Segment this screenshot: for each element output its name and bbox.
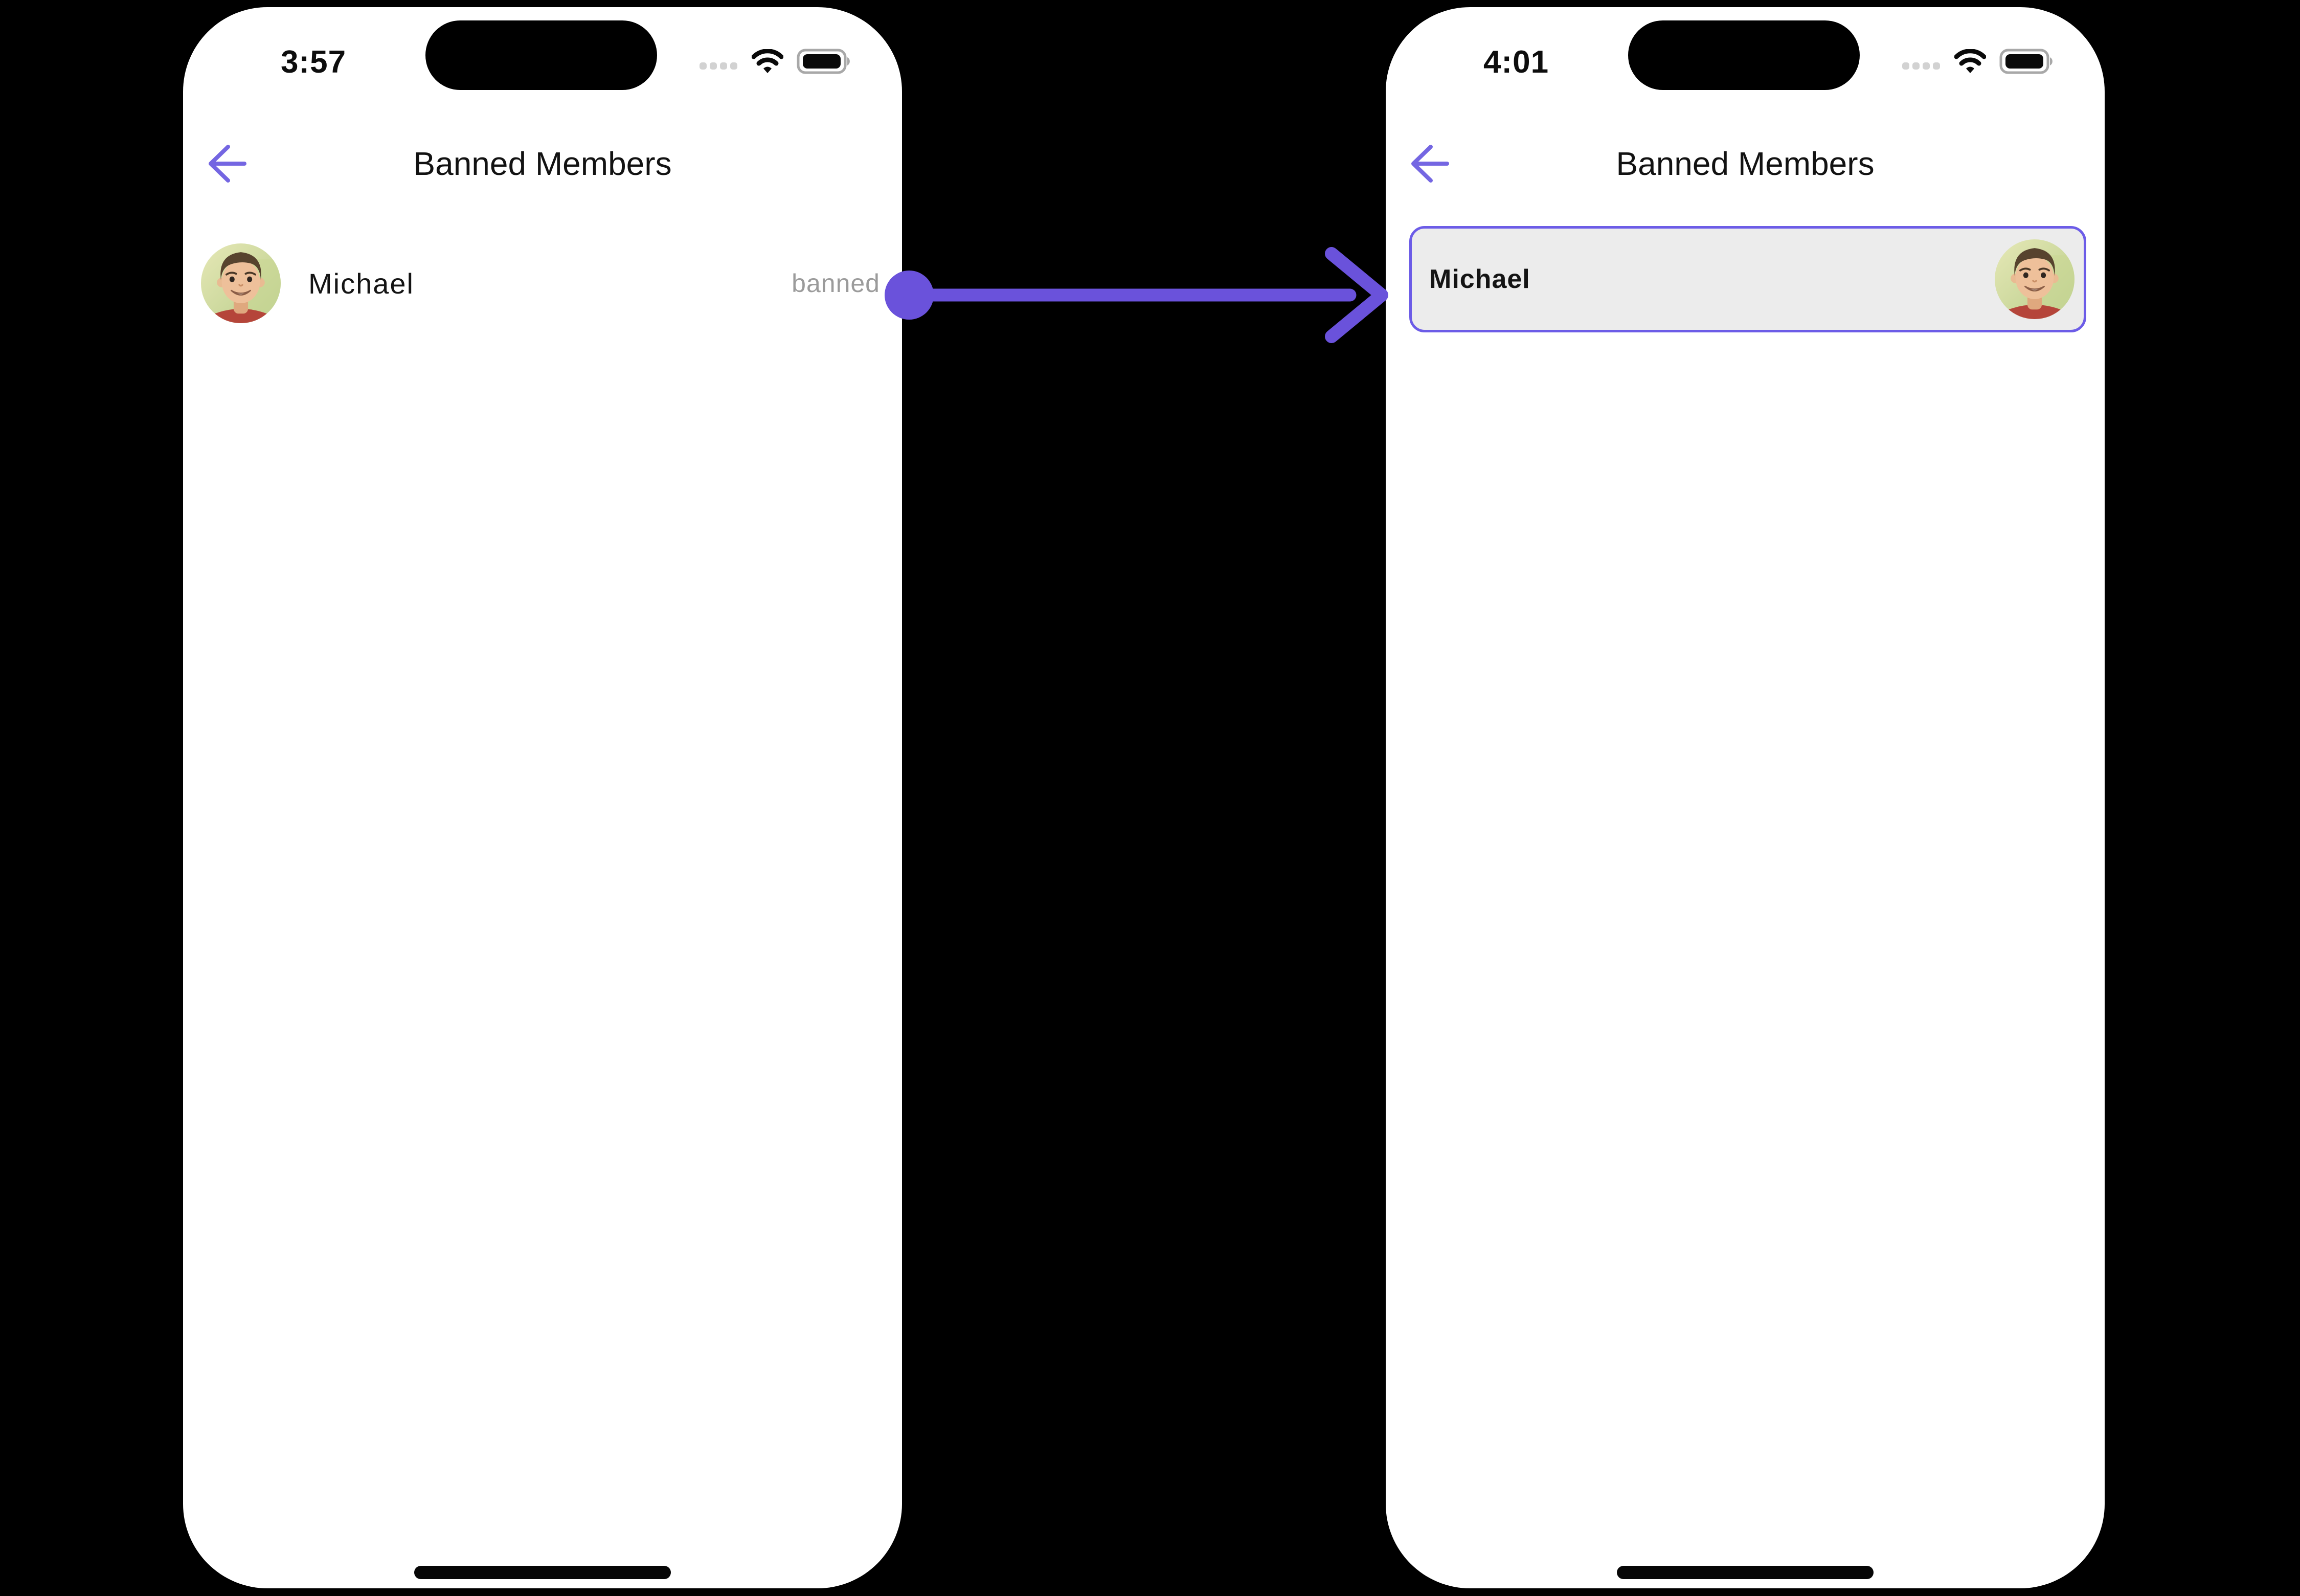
page-title: Banned Members xyxy=(413,145,672,182)
arrow-left-icon xyxy=(1407,143,1450,186)
back-button[interactable] xyxy=(1404,140,1453,189)
avatar xyxy=(201,243,281,323)
annotation-arrow xyxy=(885,247,1388,343)
arrow-head xyxy=(1325,247,1388,343)
banned-member-card[interactable]: Michael xyxy=(1409,226,2086,332)
status-icons xyxy=(700,48,851,77)
status-time: 3:57 xyxy=(280,44,347,80)
arrow-left-icon xyxy=(205,143,247,186)
battery-icon xyxy=(1999,49,2054,77)
avatar xyxy=(1995,239,2074,319)
dynamic-island xyxy=(1628,20,1860,90)
battery-icon xyxy=(797,49,851,77)
home-indicator[interactable] xyxy=(414,1566,671,1579)
member-name: Michael xyxy=(308,267,414,300)
wifi-icon xyxy=(751,48,784,76)
member-name: Michael xyxy=(1429,264,1530,294)
nav-header: Banned Members xyxy=(183,138,902,194)
banned-status-label: banned xyxy=(792,269,880,298)
back-button[interactable] xyxy=(201,140,251,189)
home-indicator[interactable] xyxy=(1617,1566,1874,1579)
page-title: Banned Members xyxy=(1616,145,1875,182)
status-icons xyxy=(1902,48,2054,77)
iphone-frame-right: 4:01 xyxy=(1386,7,2105,1588)
wifi-icon xyxy=(1954,48,1987,76)
iphone-frame-left: 3:57 xyxy=(183,7,902,1588)
status-time: 4:01 xyxy=(1483,44,1549,80)
cellular-signal-icon xyxy=(700,61,738,73)
nav-header: Banned Members xyxy=(1386,138,2105,194)
banned-member-row[interactable]: Michael banned xyxy=(201,243,880,323)
cellular-signal-icon xyxy=(1902,61,1941,73)
dynamic-island xyxy=(425,20,657,90)
